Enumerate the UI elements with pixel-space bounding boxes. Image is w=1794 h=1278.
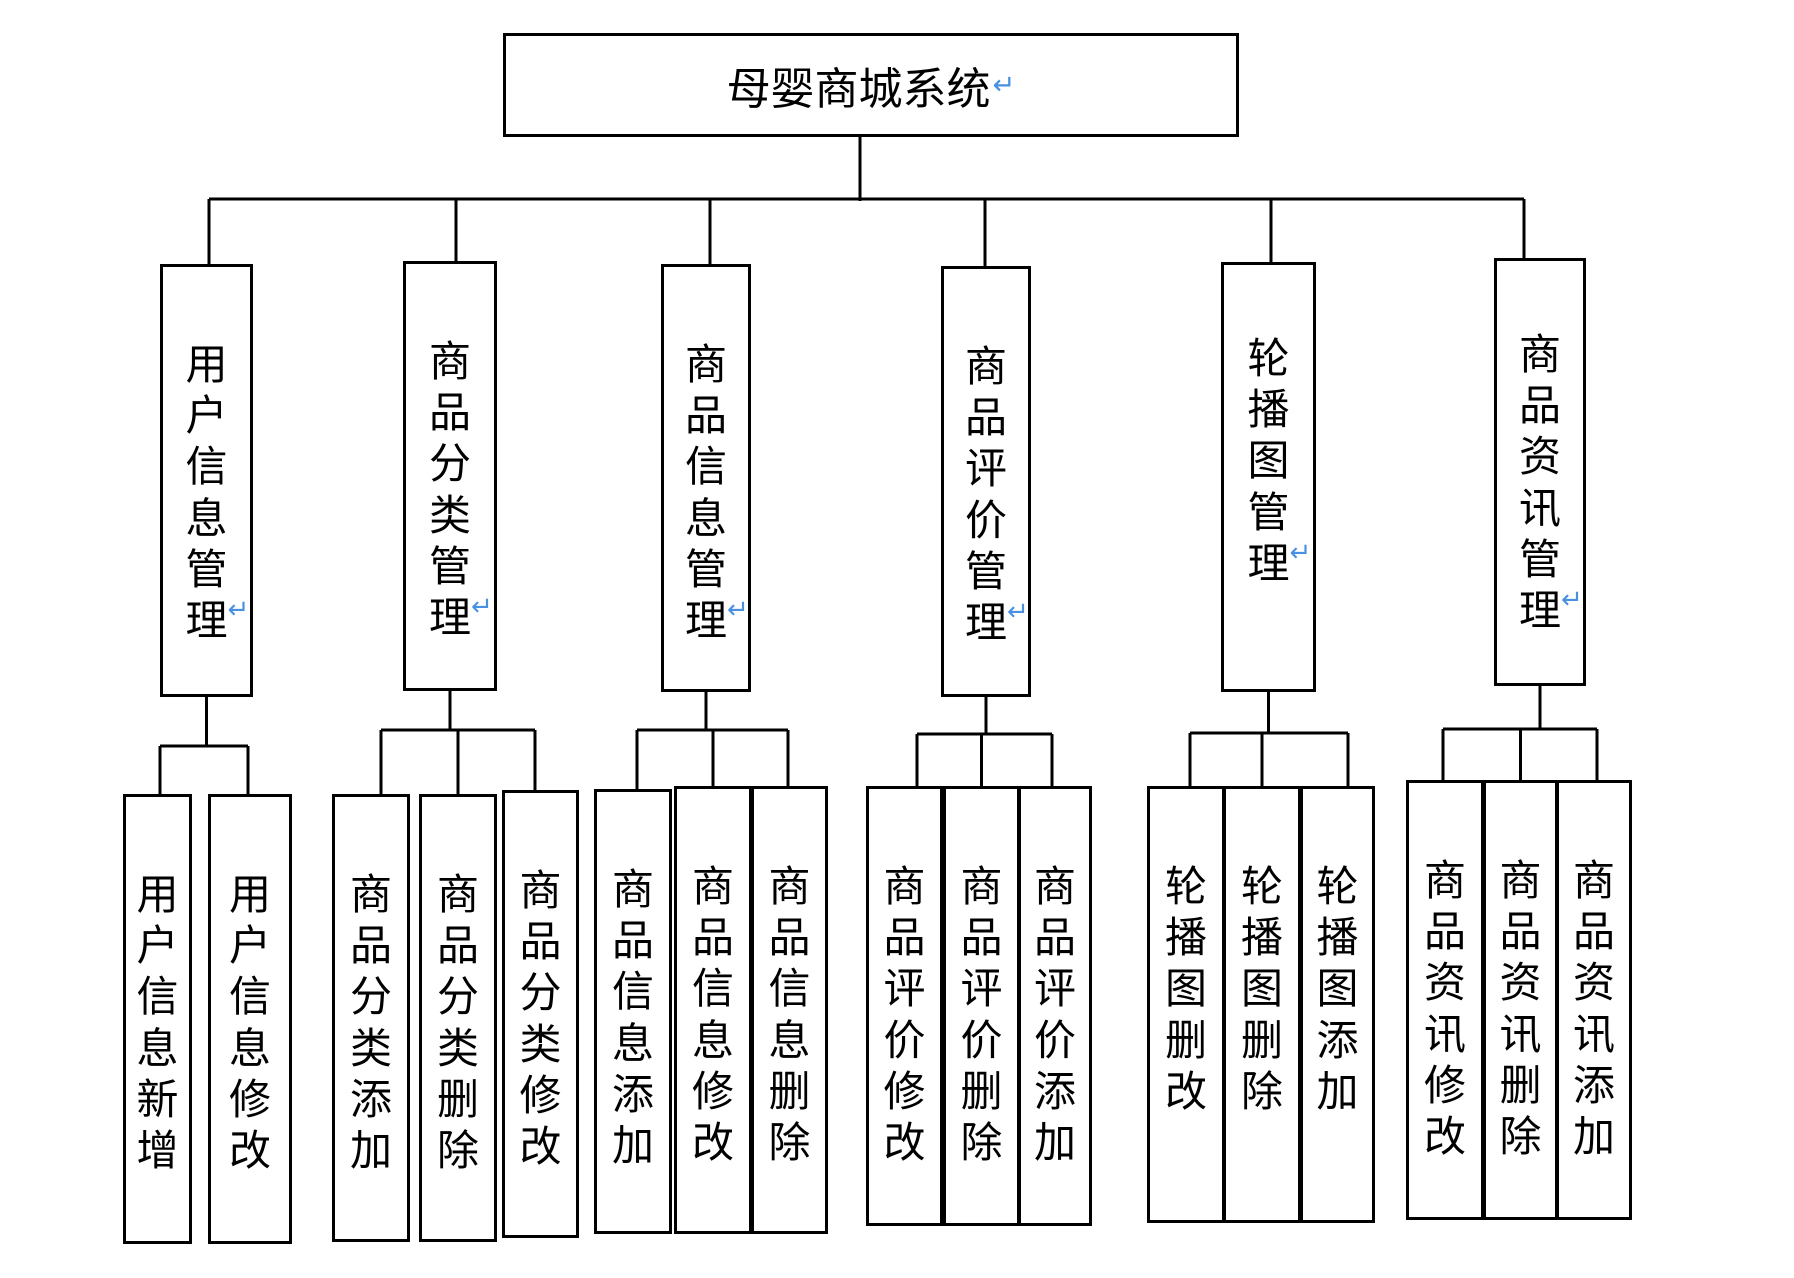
leaf-label: 商品信息删除 [768, 862, 811, 1168]
leaf-node: 商品分类修改 [502, 790, 579, 1238]
return-mark-icon: ↵ [727, 595, 749, 626]
leaf-label: 商品评价修改 [883, 862, 926, 1168]
return-mark-icon: ↵ [227, 595, 250, 626]
leaf-node: 用户信息修改 [208, 794, 292, 1244]
leaf-label: 轮播图删改 [1164, 862, 1207, 1116]
leaf-label: 商品资讯添加 [1572, 856, 1615, 1162]
leaf-label: 商品信息添加 [611, 865, 654, 1171]
leaf-label: 商品评价删除 [960, 862, 1003, 1168]
module-label: 商品资讯管理↵ [1518, 330, 1583, 636]
leaf-label: 商品资讯修改 [1423, 856, 1466, 1162]
leaf-node: 商品评价添加 [1018, 786, 1092, 1226]
module-label: 商品分类管理↵ [428, 337, 493, 643]
leaf-label: 商品分类删除 [436, 870, 479, 1176]
leaf-node: 商品资讯删除 [1483, 780, 1558, 1220]
return-mark-icon: ↵ [1289, 537, 1312, 568]
module-node: 商品分类管理↵ [403, 261, 497, 691]
leaf-node: 用户信息新增 [123, 794, 192, 1244]
return-mark-icon: ↵ [1007, 597, 1029, 628]
module-label: 用户信息管理↵ [185, 340, 250, 646]
return-mark-icon: ↵ [992, 69, 1016, 101]
leaf-node: 商品信息修改 [674, 786, 752, 1234]
leaf-label: 轮播图删除 [1240, 862, 1283, 1116]
leaf-label: 商品资讯删除 [1499, 856, 1542, 1162]
leaf-node: 商品资讯添加 [1556, 780, 1632, 1220]
leaf-label: 商品评价添加 [1033, 862, 1076, 1168]
root-node: 母婴商城系统↵ [503, 33, 1239, 137]
module-node: 商品资讯管理↵ [1494, 258, 1586, 686]
leaf-label: 用户信息新增 [136, 870, 179, 1176]
module-node: 轮播图管理↵ [1221, 262, 1316, 692]
leaf-node: 商品分类删除 [419, 794, 497, 1242]
leaf-label: 商品信息修改 [691, 862, 734, 1168]
module-label: 商品信息管理↵ [684, 340, 749, 646]
leaf-node: 商品评价删除 [943, 786, 1020, 1226]
leaf-node: 商品评价修改 [866, 786, 943, 1226]
leaf-node: 轮播图删改 [1147, 786, 1225, 1223]
leaf-node: 轮播图删除 [1223, 786, 1301, 1223]
leaf-node: 商品资讯修改 [1406, 780, 1484, 1220]
leaf-label: 商品分类修改 [519, 866, 562, 1172]
root-label: 母婴商城系统 [726, 64, 991, 115]
return-mark-icon: ↵ [1561, 585, 1583, 616]
module-node: 商品信息管理↵ [661, 264, 751, 692]
leaf-label: 用户信息修改 [228, 870, 271, 1176]
leaf-label: 商品分类添加 [349, 870, 392, 1176]
leaf-node: 商品信息添加 [594, 789, 672, 1234]
module-label: 商品评价管理↵ [964, 342, 1029, 648]
return-mark-icon: ↵ [471, 592, 493, 623]
module-node: 商品评价管理↵ [941, 266, 1031, 697]
leaf-label: 轮播图添加 [1316, 862, 1359, 1116]
module-label: 轮播图管理↵ [1247, 334, 1312, 588]
leaf-node: 商品信息删除 [751, 786, 828, 1234]
leaf-node: 商品分类添加 [332, 794, 410, 1242]
module-node: 用户信息管理↵ [160, 264, 253, 697]
leaf-node: 轮播图添加 [1300, 786, 1375, 1223]
